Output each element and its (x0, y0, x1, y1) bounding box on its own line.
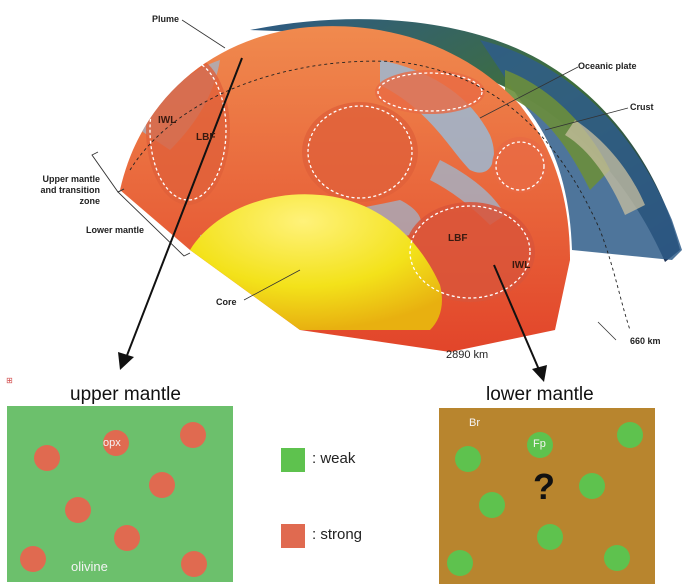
upper-mantle-tz-label: Upper mantle and transition zone (40, 174, 100, 206)
weak-legend-swatch (281, 448, 305, 472)
weak-grain (604, 545, 630, 571)
iwl-right-label: IWL (512, 260, 531, 271)
opx-label: opx (103, 437, 121, 449)
depth-660-label: 660 km (630, 336, 661, 346)
lower-mantle-panel: Br Fp ? (439, 408, 655, 584)
strong-grain (103, 430, 129, 456)
strong-grain (65, 497, 91, 523)
strong-legend-swatch (281, 524, 305, 548)
weak-legend-label: : weak (312, 450, 356, 467)
lower-mantle-side-label: Lower mantle (86, 225, 145, 235)
plume-label: Plume (152, 14, 180, 24)
core-label: Core (216, 297, 237, 307)
strong-legend-label: : strong (312, 526, 363, 543)
strong-grain (181, 551, 207, 577)
weak-grain (537, 524, 563, 550)
weak-grain (527, 432, 553, 458)
weak-grain (579, 473, 605, 499)
lower-mantle-title: lower mantle (486, 384, 594, 405)
olivine-label: olivine (71, 559, 108, 574)
strong-grain (114, 525, 140, 551)
depth-2890-label: 2890 km (446, 349, 489, 361)
lbf-right-label: LBF (448, 233, 468, 244)
strong-grain (180, 422, 206, 448)
expand-icon: ⊞ (6, 376, 13, 385)
strong-grain (149, 472, 175, 498)
br-label: Br (469, 417, 480, 429)
question-mark: ? (533, 466, 555, 507)
fp-label: Fp (533, 438, 546, 450)
upper-mantle-panel: opx olivine (7, 406, 233, 582)
weak-grain (447, 550, 473, 576)
iwl-left-label: IWL (158, 115, 177, 126)
strong-grain (20, 546, 46, 572)
weak-grain (617, 422, 643, 448)
crust-label: Crust (630, 102, 654, 112)
weak-grain (479, 492, 505, 518)
upper-mantle-title: upper mantle (70, 384, 181, 405)
strong-grain (34, 445, 60, 471)
oceanic-plate-label: Oceanic plate (578, 61, 637, 71)
core (190, 194, 442, 330)
lbf-left-label: LBF (196, 132, 216, 143)
weak-grain (455, 446, 481, 472)
